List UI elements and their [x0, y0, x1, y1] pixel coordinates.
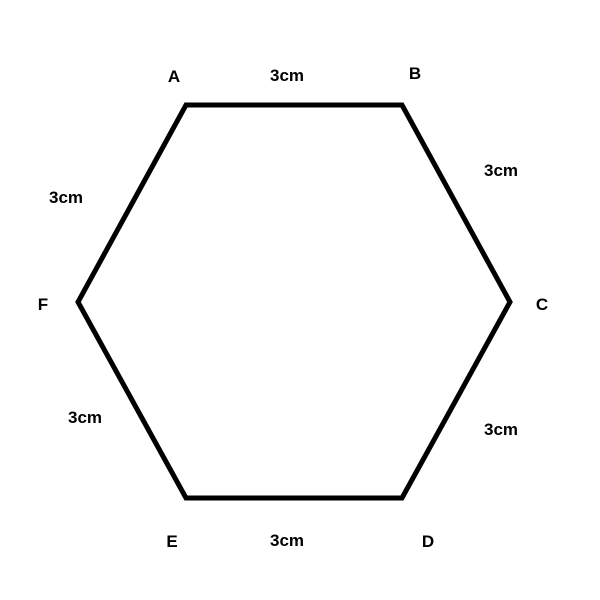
side-label-de: 3cm [270, 531, 304, 550]
side-label-fa: 3cm [49, 188, 83, 207]
side-label-ab: 3cm [270, 66, 304, 85]
vertex-label-d: D [422, 532, 434, 551]
vertex-label-b: B [409, 64, 421, 83]
side-label-bc: 3cm [484, 161, 518, 180]
side-label-ef: 3cm [68, 408, 102, 427]
vertex-label-c: C [536, 295, 548, 314]
vertex-label-e: E [166, 532, 177, 551]
side-label-cd: 3cm [484, 420, 518, 439]
vertex-label-a: A [168, 67, 180, 86]
hexagon-outline [75, 102, 513, 501]
vertex-label-f: F [38, 295, 48, 314]
